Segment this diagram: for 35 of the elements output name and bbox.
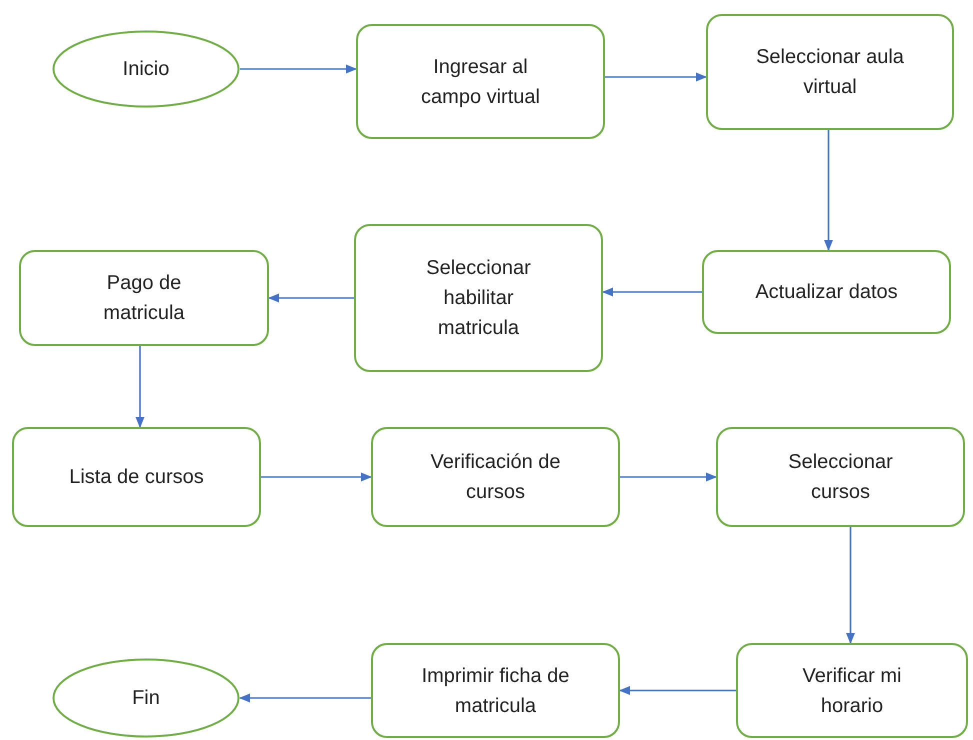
terminal-ellipse [52,30,240,108]
arrow [240,64,358,74]
arrow [238,694,371,702]
node-label: Verificación de cursos [429,450,562,505]
terminal-ellipse [52,658,240,738]
arrow [824,130,833,252]
arrow [602,288,702,296]
node-label: Actualizar datos [754,280,899,305]
process-box [12,427,261,527]
arrow [846,527,855,644]
node-label: Imprimir ficha de matricula [420,664,570,718]
node-label: Lista de cursos [68,465,205,490]
process-box [371,643,620,738]
process-box [19,250,269,346]
node-label: Verificar mi horario [802,664,902,718]
arrow [620,472,718,482]
node-label: Pago de matricula [102,271,186,326]
node-label: Ingresar al campo virtual [420,54,541,110]
node-label: Inicio [122,57,170,82]
arrow [136,346,144,428]
process-box [356,24,605,139]
arrow [268,294,354,302]
node-label: Fin [131,686,161,711]
arrow [605,72,708,82]
process-box [716,427,965,527]
process-box [702,250,951,334]
arrow [261,472,372,482]
process-box [354,224,603,372]
process-box [371,427,620,527]
node-label: Seleccionar habilitar matricula [425,256,532,341]
process-box [706,14,954,130]
node-label: Seleccionar aula virtual [755,45,905,100]
process-box [736,643,968,738]
arrow [618,686,736,695]
node-label: Seleccionar cursos [787,450,894,505]
